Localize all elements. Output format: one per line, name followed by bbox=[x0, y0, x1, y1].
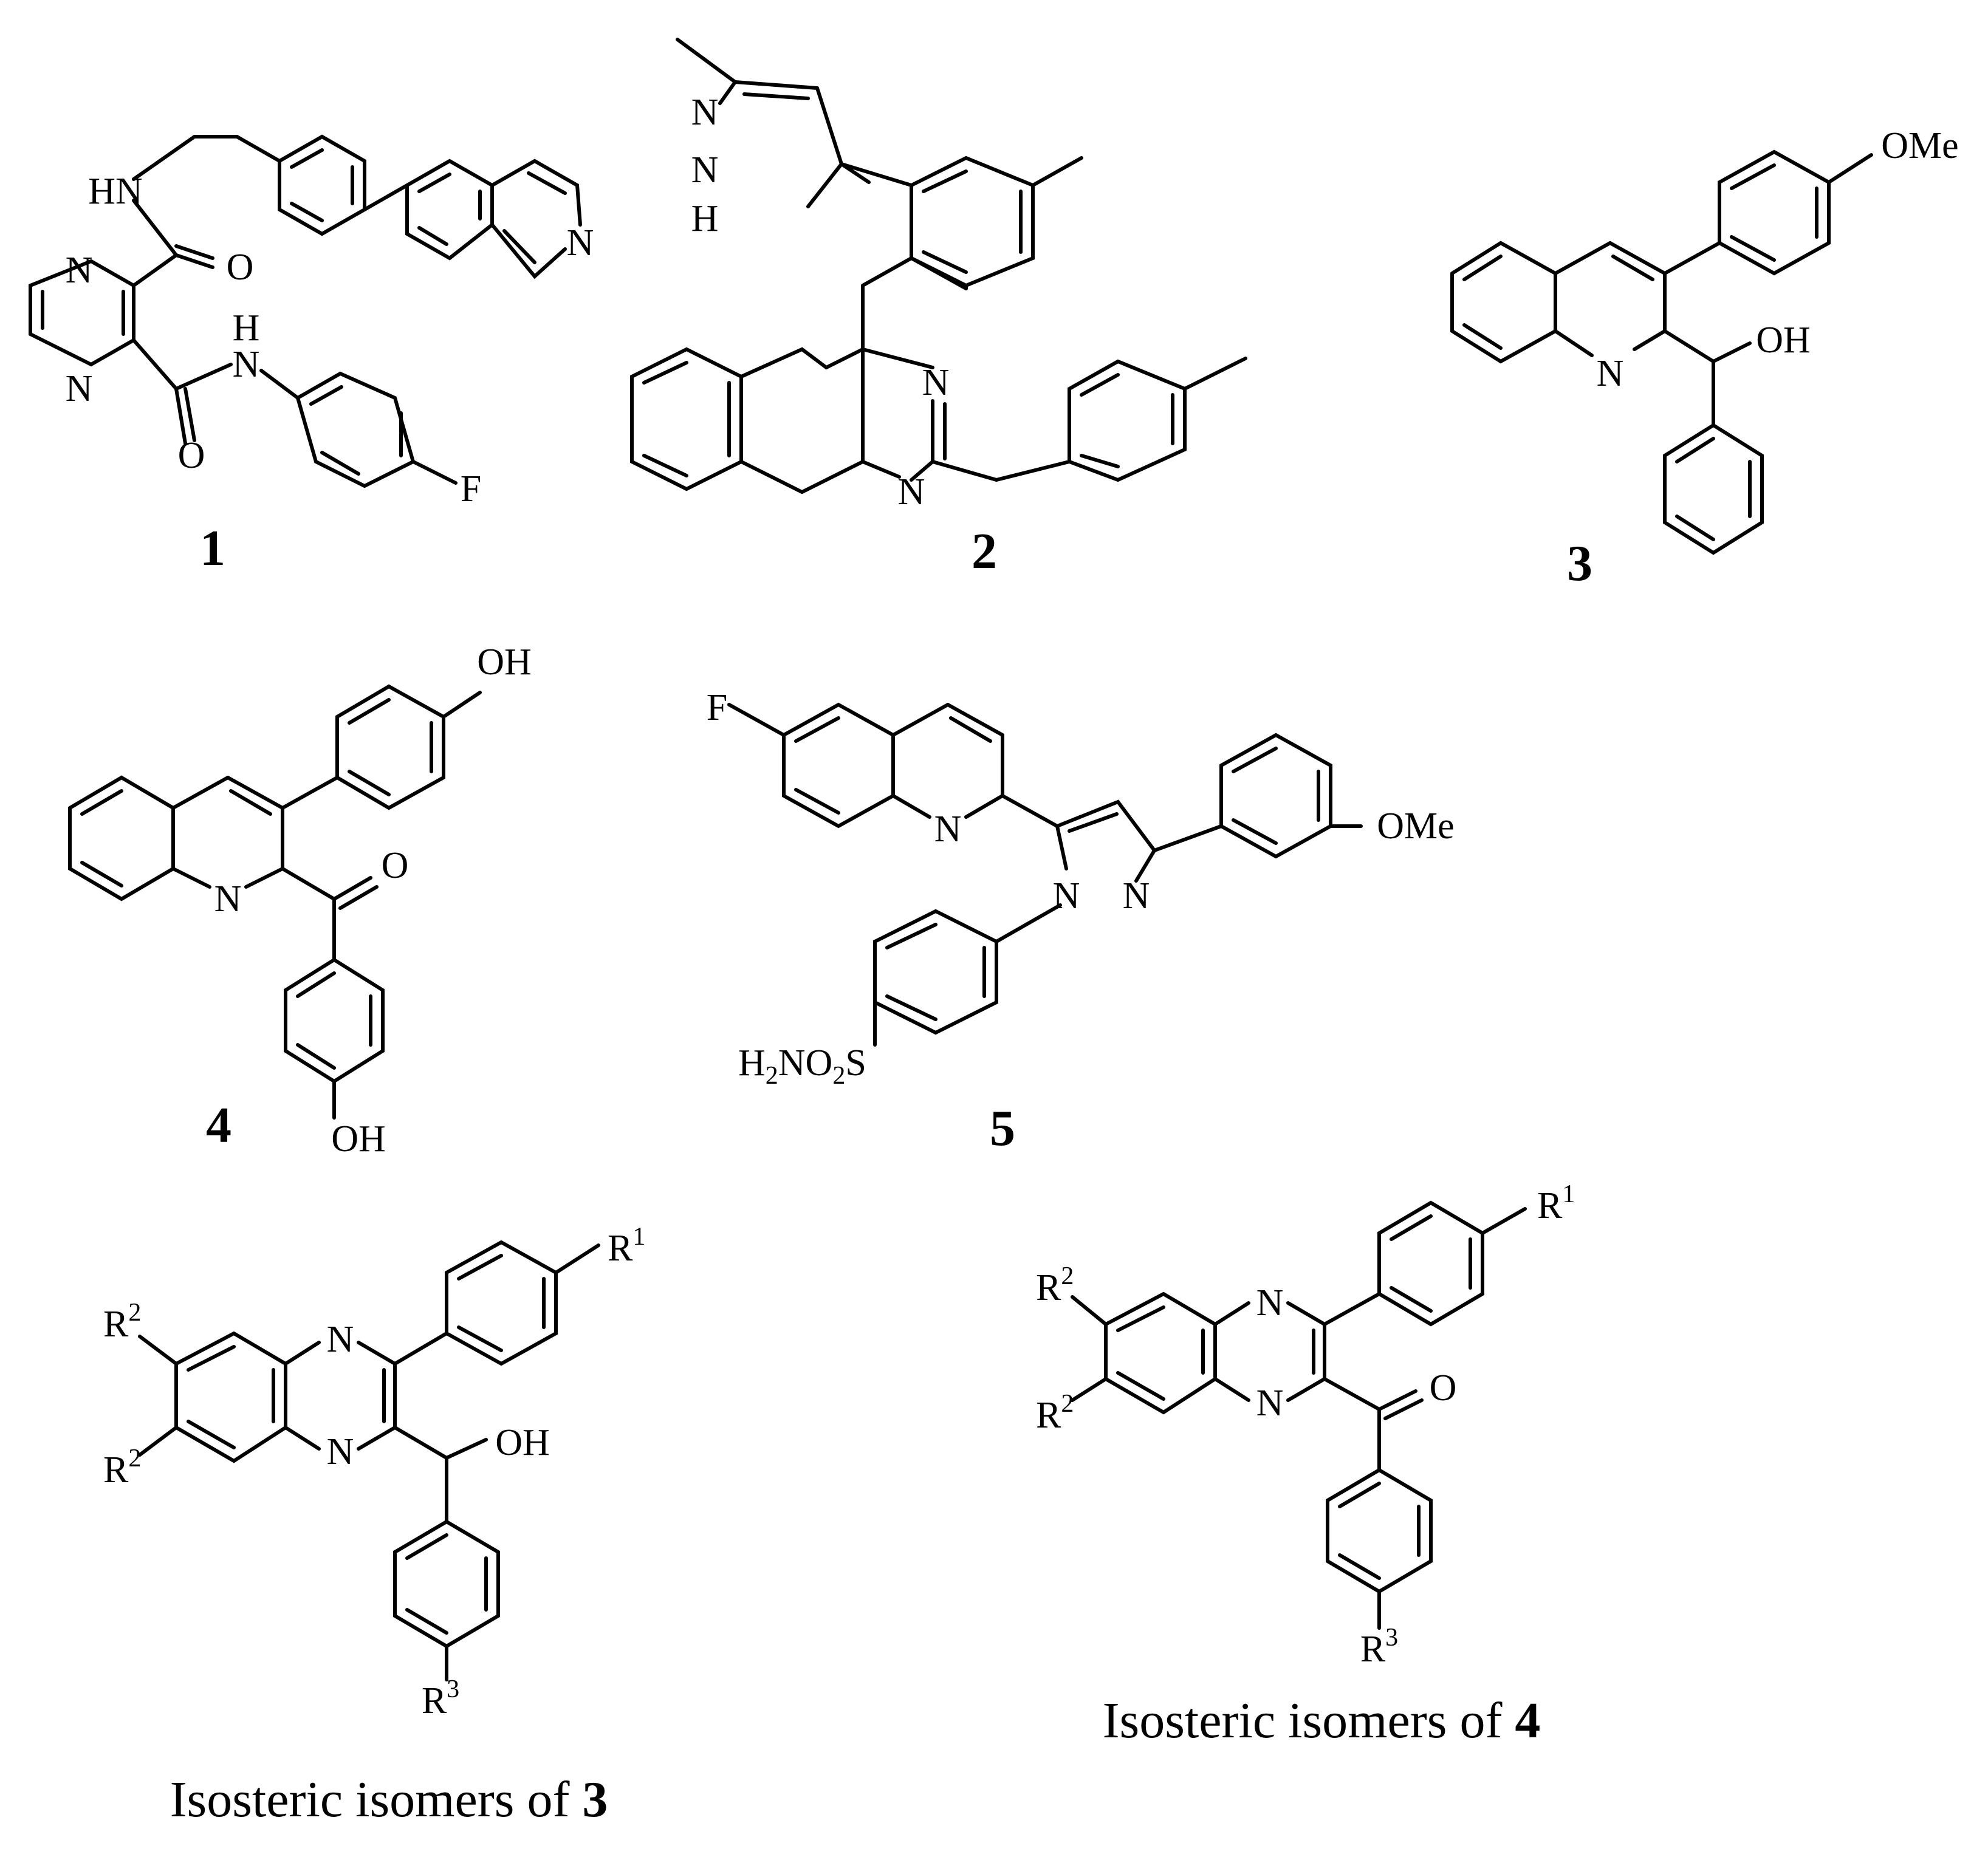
iso3-r2a-label: R2 bbox=[103, 1299, 141, 1345]
compound-1-structure bbox=[29, 134, 494, 488]
c1-amide-n-label: N bbox=[233, 344, 260, 385]
c3-n-label: N bbox=[1597, 353, 1624, 394]
c1-o-top-label: O bbox=[227, 247, 254, 288]
c1-pyridine-ring bbox=[490, 159, 582, 279]
isosteric-isomers-3-structure bbox=[138, 1240, 600, 1681]
c5-sulfonamide-label: H2NO2S bbox=[738, 1042, 866, 1090]
c5-pyrazole-n2-label: N bbox=[1123, 875, 1150, 917]
iso3-n1-label: N bbox=[327, 1319, 354, 1360]
compound-5-structure bbox=[727, 702, 1363, 1047]
c4-oh-top-label: OH bbox=[477, 641, 532, 683]
c1-pyridine-n-label: N bbox=[567, 222, 594, 264]
iso3-n2-label: N bbox=[327, 1431, 354, 1472]
c1-ring-n-bottom-label: N bbox=[66, 368, 93, 409]
compound-4-label: 4 bbox=[206, 1097, 231, 1154]
c2-pyrazole-n2-label: N bbox=[691, 149, 719, 191]
iso4-r2b-label: R2 bbox=[1036, 1390, 1074, 1436]
iso3-r3-label: R3 bbox=[422, 1675, 459, 1722]
c4-o-label: O bbox=[382, 845, 409, 886]
c5-quinoline-n-label: N bbox=[934, 809, 962, 850]
iso3-r2b-label: R2 bbox=[103, 1445, 141, 1491]
c5-f-label: F bbox=[707, 687, 727, 728]
caption-isosteric-isomers-4: Isosteric isomers of 4 bbox=[1103, 1692, 1541, 1749]
compound-3-label: 3 bbox=[1567, 535, 1592, 592]
compound-2-structure bbox=[630, 38, 1247, 494]
c2-pyrazole-h-label: H bbox=[691, 198, 719, 239]
c2-quinazoline-n2-label: N bbox=[898, 471, 925, 513]
c3-ome-label: OMe bbox=[1881, 125, 1958, 166]
iso4-r3-label: R3 bbox=[1360, 1624, 1398, 1670]
c1-ring-n-top-label: N bbox=[66, 250, 93, 291]
iso3-r1-label: R1 bbox=[608, 1223, 645, 1269]
c3-oh-label: OH bbox=[1756, 320, 1811, 361]
iso4-r2a-label: R2 bbox=[1036, 1262, 1074, 1308]
iso4-n2-label: N bbox=[1256, 1383, 1284, 1424]
compound-4-structure bbox=[68, 684, 482, 1120]
c2-quinazoline-n1-label: N bbox=[922, 362, 950, 403]
c2-pyrazole-n1-label: N bbox=[691, 92, 719, 133]
iso4-n1-label: N bbox=[1256, 1282, 1284, 1324]
compound-1-label: 1 bbox=[200, 520, 225, 576]
c4-n-label: N bbox=[214, 878, 242, 920]
iso4-r1-label: R1 bbox=[1537, 1180, 1575, 1226]
c5-pyrazole-n1-label: N bbox=[1053, 875, 1080, 917]
c4-oh-bottom-label: OH bbox=[331, 1118, 386, 1160]
caption-isosteric-isomers-3: Isosteric isomers of 3 bbox=[170, 1771, 608, 1828]
iso3-oh-label: OH bbox=[495, 1422, 550, 1463]
compound-3-structure bbox=[1450, 149, 1873, 555]
c1-hn-label: HN bbox=[88, 171, 143, 212]
c1-f-label: F bbox=[461, 468, 481, 510]
c1-o-bottom-label: O bbox=[178, 435, 205, 476]
compound-5-label: 5 bbox=[990, 1100, 1015, 1157]
compound-2-label: 2 bbox=[972, 523, 997, 580]
c5-ome-label: OMe bbox=[1377, 805, 1454, 847]
isosteric-isomers-4-structure bbox=[1071, 1200, 1527, 1630]
iso4-o-label: O bbox=[1430, 1367, 1457, 1409]
c1-h-label: H bbox=[233, 307, 260, 349]
